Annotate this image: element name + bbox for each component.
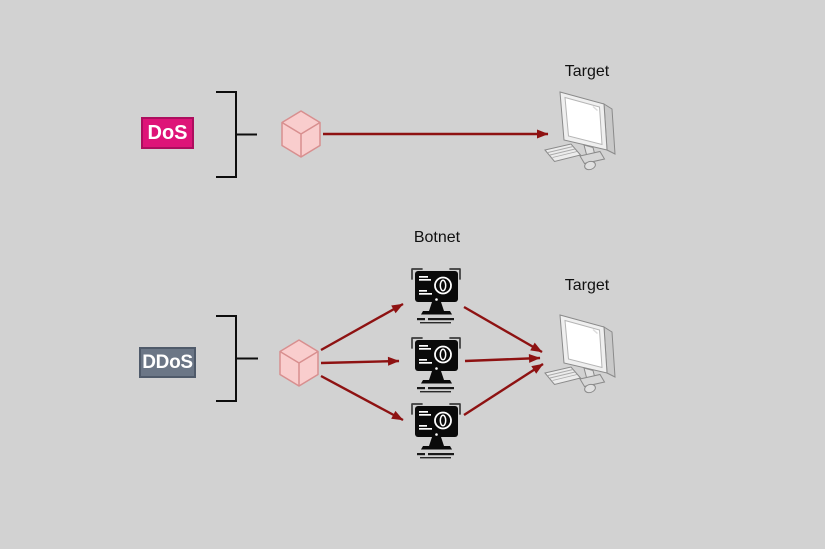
ddos-arrow-cube-to-bot-1 [320, 302, 404, 352]
dos-target-computer [544, 91, 616, 172]
dos-section [216, 91, 616, 178]
ddos-bracket [216, 315, 258, 402]
ddos-arrow-cube-to-bot-2 [320, 356, 400, 366]
ddos-target-computer [544, 314, 616, 395]
dos-bracket [216, 91, 257, 178]
ddos-label: DDoS [139, 347, 196, 378]
dos-label: DoS [141, 117, 194, 149]
botnet-label: Botnet [413, 229, 461, 246]
ddos-attacker-cube [279, 339, 319, 387]
dos-attacker-cube [281, 110, 321, 158]
ddos-target-label: Target [564, 277, 610, 294]
botnet-computer-1 [411, 268, 461, 325]
botnet-computer-3 [411, 403, 461, 460]
ddos-arrow-bot-1-to-target [463, 305, 543, 354]
ddos-section [216, 268, 616, 460]
dos-target-label: Target [564, 63, 610, 80]
botnet-computer-2 [411, 337, 461, 394]
ddos-arrow-bot-2-to-target [464, 353, 541, 363]
ddos-arrow-cube-to-bot-3 [320, 374, 404, 422]
ddos-arrow-bot-3-to-target [463, 362, 544, 417]
